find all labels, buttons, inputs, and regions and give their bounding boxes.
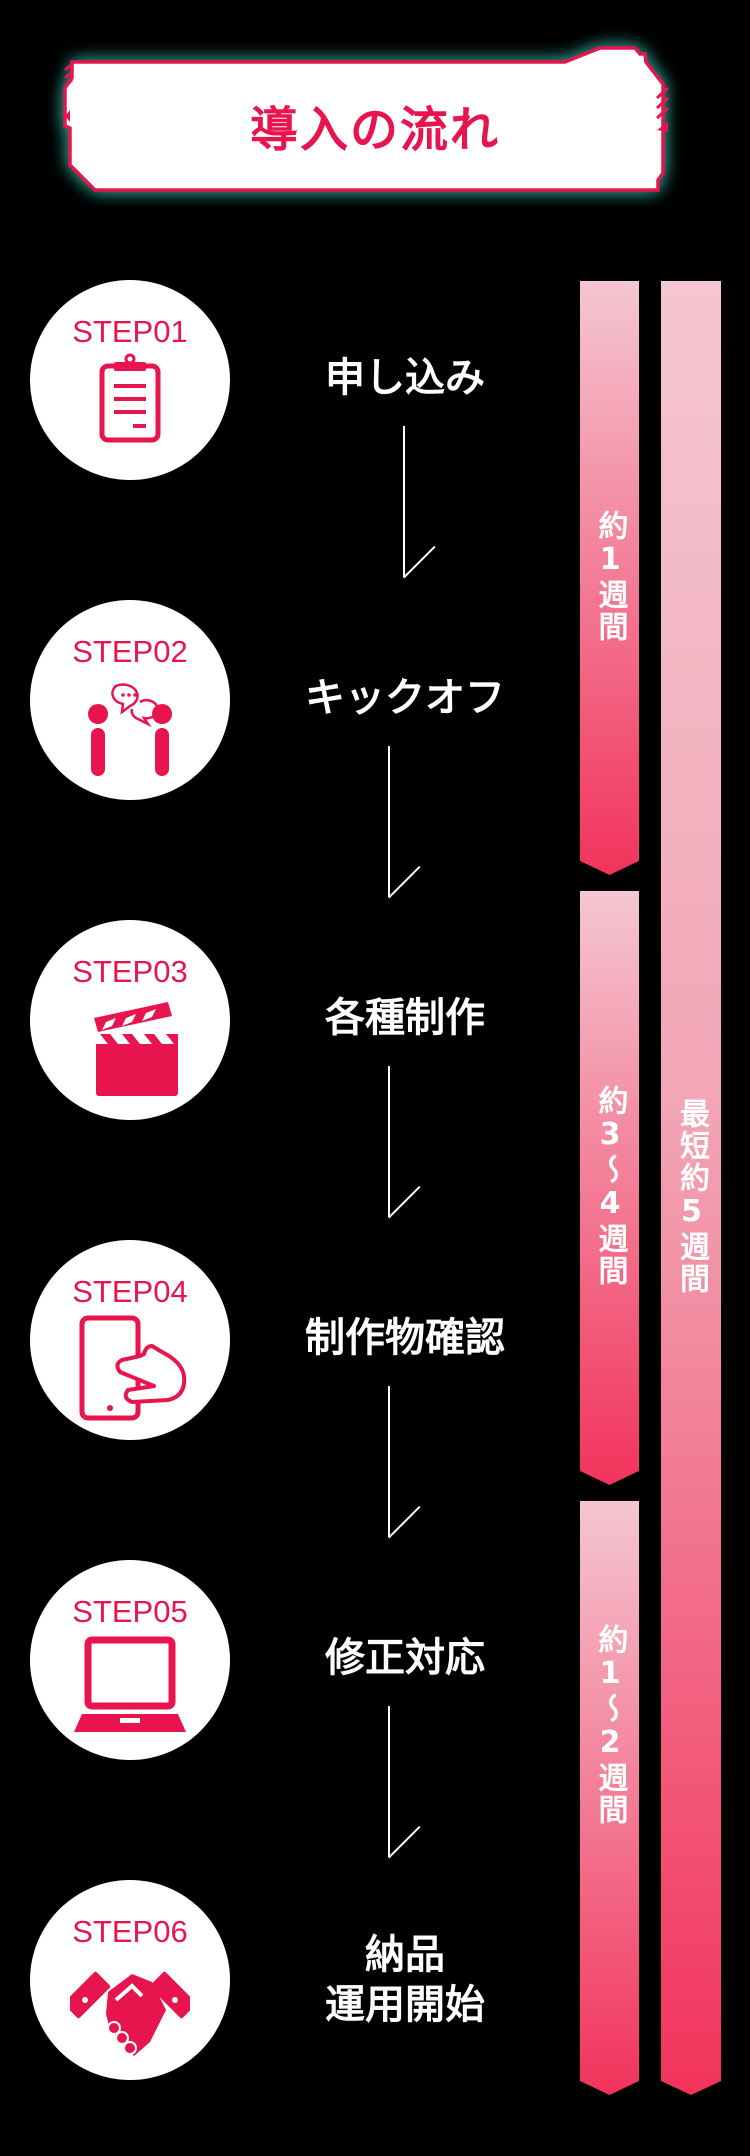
duration-bar-3: 約1〜2週間 (580, 1501, 639, 2095)
meeting-conversation-icon (88, 683, 172, 776)
total-duration-bar: 最短約5週間 (661, 281, 721, 2095)
step-circle: STEP02 (30, 600, 230, 800)
step-number: STEP04 (72, 1274, 188, 1309)
section-header: 導入の流れ (60, 46, 690, 198)
step-circle: STEP05 (30, 1560, 230, 1760)
step-circle: STEP01 (30, 280, 230, 480)
step-number: STEP03 (72, 954, 188, 989)
step-label: 納品 運用開始 (270, 1930, 540, 2030)
step-label: 修正対応 (325, 1635, 485, 1681)
page-title: 導入の流れ (249, 102, 500, 158)
step-number: STEP06 (72, 1914, 188, 1949)
smartphone-tap-icon (79, 1315, 187, 1421)
handshake-icon (70, 1971, 190, 2056)
clapperboard-icon (94, 1002, 178, 1096)
header-frame (63, 46, 670, 192)
laptop-icon (74, 1636, 186, 1732)
duration-bar-2: 約3〜4週間 (580, 891, 639, 1485)
step-circle: STEP06 (30, 1880, 230, 2080)
step-label: キックオフ (305, 675, 505, 721)
step-label: 制作物確認 (305, 1315, 505, 1361)
step-circle: STEP03 (30, 920, 230, 1120)
step-number: STEP05 (72, 1594, 188, 1629)
duration-label: 約3〜4週間 (592, 1085, 628, 1287)
step-label: 申し込み (325, 355, 485, 401)
step-label: 各種制作 (325, 995, 485, 1041)
duration-label: 約1週間 (592, 509, 628, 643)
step-label-line2: 運用開始 (325, 1982, 485, 2028)
step-number: STEP02 (72, 634, 188, 669)
duration-label: 約1〜2週間 (592, 1624, 628, 1826)
duration-bar-1: 約1週間 (580, 281, 639, 875)
step-number: STEP01 (72, 314, 188, 349)
total-duration-label: 最短約5週間 (674, 1097, 709, 1295)
clipboard-icon (99, 353, 161, 443)
step-label-line1: 納品 (365, 1932, 445, 1978)
step-circle: STEP04 (30, 1240, 230, 1440)
